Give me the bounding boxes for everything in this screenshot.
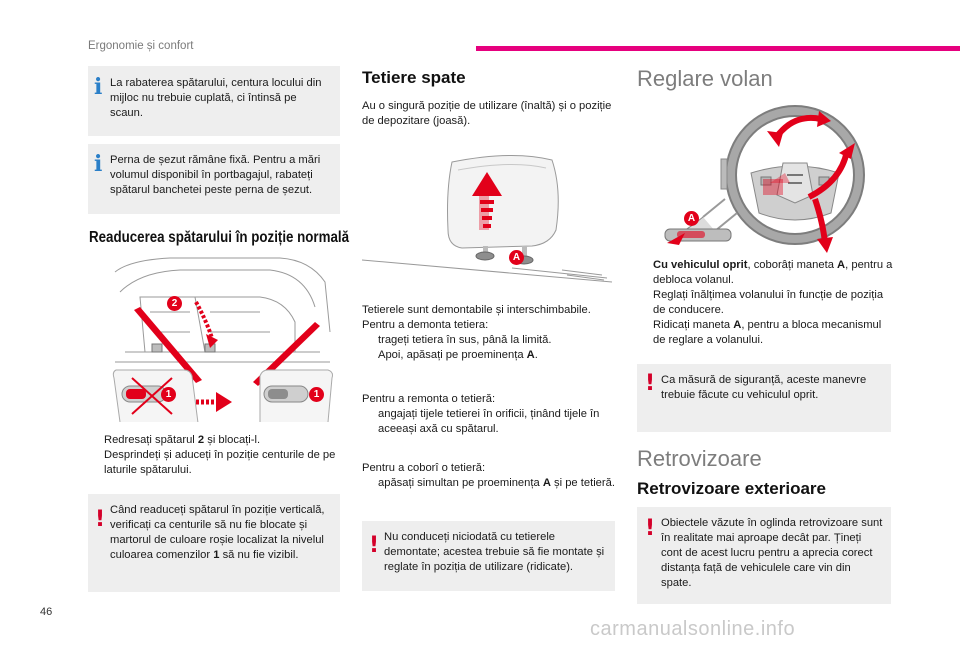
warning-icon: ! <box>369 533 380 558</box>
callout-label-2: 2 <box>167 296 182 311</box>
callout-label-a-headrest: A <box>509 250 524 265</box>
warning-box-steering: ! Ca măsură de siguranță, aceste manevre… <box>637 364 891 432</box>
section-heading-steering-adjust: Reglare volan <box>637 66 773 91</box>
info-icon: i <box>94 74 103 100</box>
illustration-headrest <box>362 154 613 283</box>
list-item: Ridicați maneta A, pentru a bloca mecani… <box>653 319 882 346</box>
section-heading-restore-backrest: Readucerea spătarului în poziție normală <box>89 229 350 246</box>
section-heading-rear-headrests: Tetiere spate <box>362 68 466 87</box>
section-heading-mirrors: Retrovizoare <box>637 446 762 471</box>
page-number: 46 <box>40 606 53 618</box>
warning-text: Când readuceți spătarul în poziție verti… <box>110 504 325 561</box>
info-icon: i <box>94 151 103 177</box>
illustration-rear-seat <box>112 257 333 422</box>
illustration-steering-wheel <box>664 105 865 253</box>
watermark: carmanualsonline.info <box>590 618 796 640</box>
list-item: angajați tijele tetierei în orificii, ți… <box>378 408 600 435</box>
warning-icon: ! <box>645 516 656 541</box>
list-item: Cu vehiculul oprit, coborâți maneta A, p… <box>653 259 893 286</box>
section-title: Ergonomie și confort <box>88 40 194 52</box>
info-text: Perna de șezut rămâne fixă. Pentru a măr… <box>110 154 321 196</box>
callout-label-1-left: 1 <box>161 387 176 402</box>
warning-box-mirrors: ! Obiectele văzute în oglinda retrovizoa… <box>637 507 891 604</box>
restore-steps: Redresați spătarul 2 și blocați-l. Despr… <box>88 433 340 478</box>
header-accent-bar <box>476 46 960 51</box>
info-text: La rabaterea spătarului, centura locului… <box>110 77 322 119</box>
warning-icon: ! <box>95 507 106 532</box>
list-item: Apoi, apăsați pe proeminența A. <box>378 349 538 361</box>
list-item: Reglați înălțimea volanului în funcție d… <box>653 289 884 316</box>
list-item: Redresați spătarul 2 și blocați-l. <box>104 434 261 446</box>
headrest-lower-instructions: Pentru a coborî o tetieră: apăsați simul… <box>362 461 618 491</box>
headrest-remove-instructions: Tetierele sunt demontabile și interschim… <box>362 303 618 363</box>
list-item: Desprindeți și aduceți în poziție centur… <box>104 449 336 476</box>
warning-text: Ca măsură de siguranță, aceste manevre t… <box>661 374 867 401</box>
headrest-refit-instructions: Pentru a remonta o tetieră: angajați tij… <box>362 392 618 437</box>
warning-icon: ! <box>645 371 656 396</box>
callout-label-a-steering: A <box>684 211 699 226</box>
headrest-intro: Au o singură poziție de utilizare (înalt… <box>362 100 612 127</box>
warning-box-headrests: ! Nu conduceți niciodată cu tetierele de… <box>362 521 615 591</box>
info-box-cushion: i Perna de șezut rămâne fixă. Pentru a m… <box>88 144 340 214</box>
info-box-seatbelt: i La rabaterea spătarului, centura locul… <box>88 66 340 136</box>
list-item: trageți tetiera în sus, până la limită. <box>378 334 552 346</box>
warning-box-seatbelts: ! Când readuceți spătarul în poziție ver… <box>88 494 340 592</box>
list-item: apăsați simultan pe proeminența A și pe … <box>378 477 615 489</box>
warning-text: Nu conduceți niciodată cu tetierele demo… <box>384 531 605 573</box>
subheading-exterior-mirrors: Retrovizoare exterioare <box>637 479 826 498</box>
warning-text: Obiectele văzute în oglinda retrovizoare… <box>661 517 883 589</box>
steering-instructions: Cu vehiculul oprit, coborâți maneta A, p… <box>637 258 893 348</box>
callout-label-1-right: 1 <box>309 387 324 402</box>
